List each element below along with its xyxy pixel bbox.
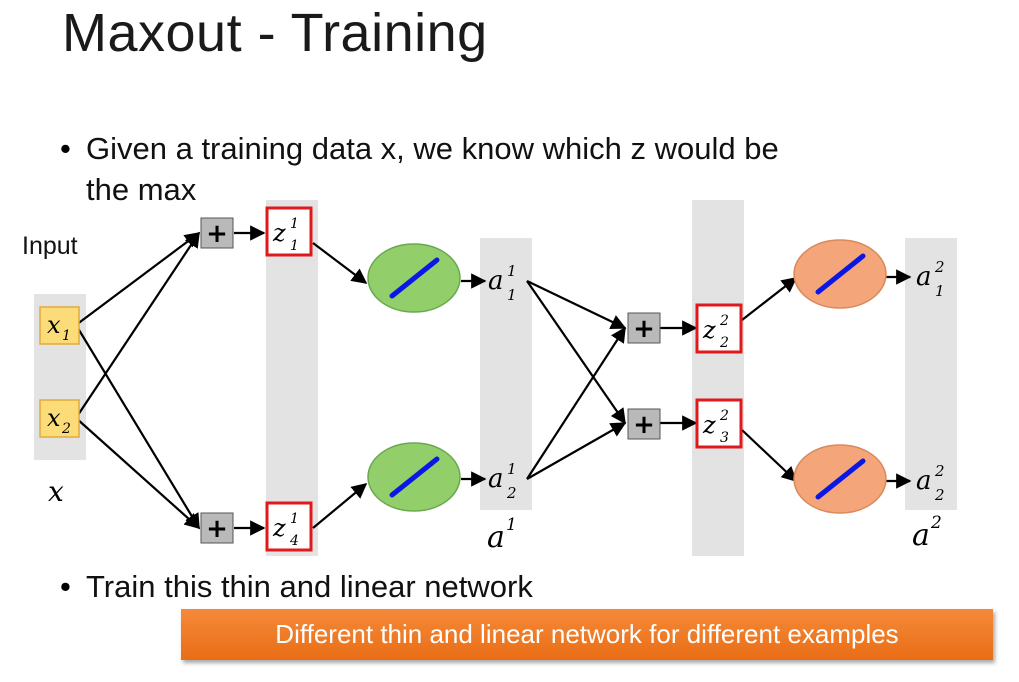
a12-sub: 2 [506,484,517,502]
z22-sup: 2 [719,313,729,329]
a11-base: a [488,266,504,296]
z-node-layer2-2: z 2 2 [695,303,743,354]
bullet-marker: • [60,131,71,166]
plus-icon: + [633,314,655,344]
neuron-layer2-bottom [793,444,887,514]
bullet-2-line-1: Train this thin and linear network [86,569,533,604]
plus-node-layer1-top: + [200,217,234,249]
a2-vector-base: a [912,518,930,553]
z14-sup: 1 [290,511,299,527]
input-label: Input [22,232,78,260]
z22-base: z [702,316,716,344]
a-vector-layer2-label: a 2 [912,513,942,553]
a22-sub: 2 [934,486,945,504]
z14-base: z [272,514,286,542]
input-node-x2: x 2 [39,399,80,438]
input-node-x1: x 1 [39,306,80,345]
linear-activation-icon [389,456,440,498]
a11-sup: 1 [507,262,517,280]
layer1-z-column [266,200,318,556]
a22-sup: 2 [934,462,945,480]
plus-icon: + [206,219,228,249]
layer2-a-column [905,238,957,510]
linear-activation-icon [389,257,440,299]
neuron-layer1-bottom [367,442,461,512]
input-x2-sub: 2 [61,421,71,437]
input-x1-base: x [47,311,61,339]
layer1-a-column [480,238,532,510]
a-node-layer2-2: a 2 2 [916,462,945,504]
bullet-1-line-1: Given a training data x, we know which z… [86,131,779,166]
z-node-layer1-4: z 1 4 [265,501,313,552]
linear-activation-icon [815,253,866,295]
a12-sup: 1 [507,460,517,478]
a2-vector-sup: 2 [930,513,942,533]
z-node-layer2-3: z 2 3 [695,398,743,449]
z11-sup: 1 [290,216,299,232]
a1-vector-base: a [487,520,505,555]
z-node-layer1-1: z 1 1 [265,206,313,257]
a21-sup: 2 [934,258,945,276]
a11-sub: 1 [507,286,517,304]
a12-base: a [488,464,504,494]
a1-vector-sup: 1 [506,515,517,535]
a-node-layer2-1: a 2 1 [916,258,945,300]
bullet-1-line-2: the max [86,172,197,207]
z22-sub: 2 [719,335,729,351]
plus-node-layer2-top: + [627,312,661,344]
a-node-layer1-2: a 1 2 [488,460,517,502]
z14-sub: 4 [289,533,299,549]
slide-title: Maxout - Training [62,3,488,63]
linear-activation-icon [815,458,866,500]
z23-sub: 3 [720,430,729,446]
callout-banner: Different thin and linear network for di… [181,609,993,660]
neuron-layer1-top [367,243,461,313]
plus-node-layer2-bottom: + [627,408,661,440]
bullet-marker: • [60,569,71,604]
plus-node-layer1-bottom: + [200,512,234,544]
connections [75,225,912,536]
a-vector-layer1-label: a 1 [487,515,517,555]
a21-base: a [916,262,932,292]
input-x2-base: x [47,404,61,432]
z11-sub: 1 [290,238,299,254]
a-node-layer1-1: a 1 1 [488,262,517,304]
layer2-z-column [692,200,744,556]
z23-base: z [702,411,716,439]
neuron-layer2-top [793,239,887,309]
plus-icon: + [633,410,655,440]
input-x1-sub: 1 [62,328,71,344]
a22-base: a [916,466,932,496]
a21-sub: 1 [935,282,945,300]
input-vector-label: x [48,475,64,508]
z23-sup: 2 [719,408,729,424]
plus-icon: + [206,514,228,544]
z11-base: z [272,219,286,247]
